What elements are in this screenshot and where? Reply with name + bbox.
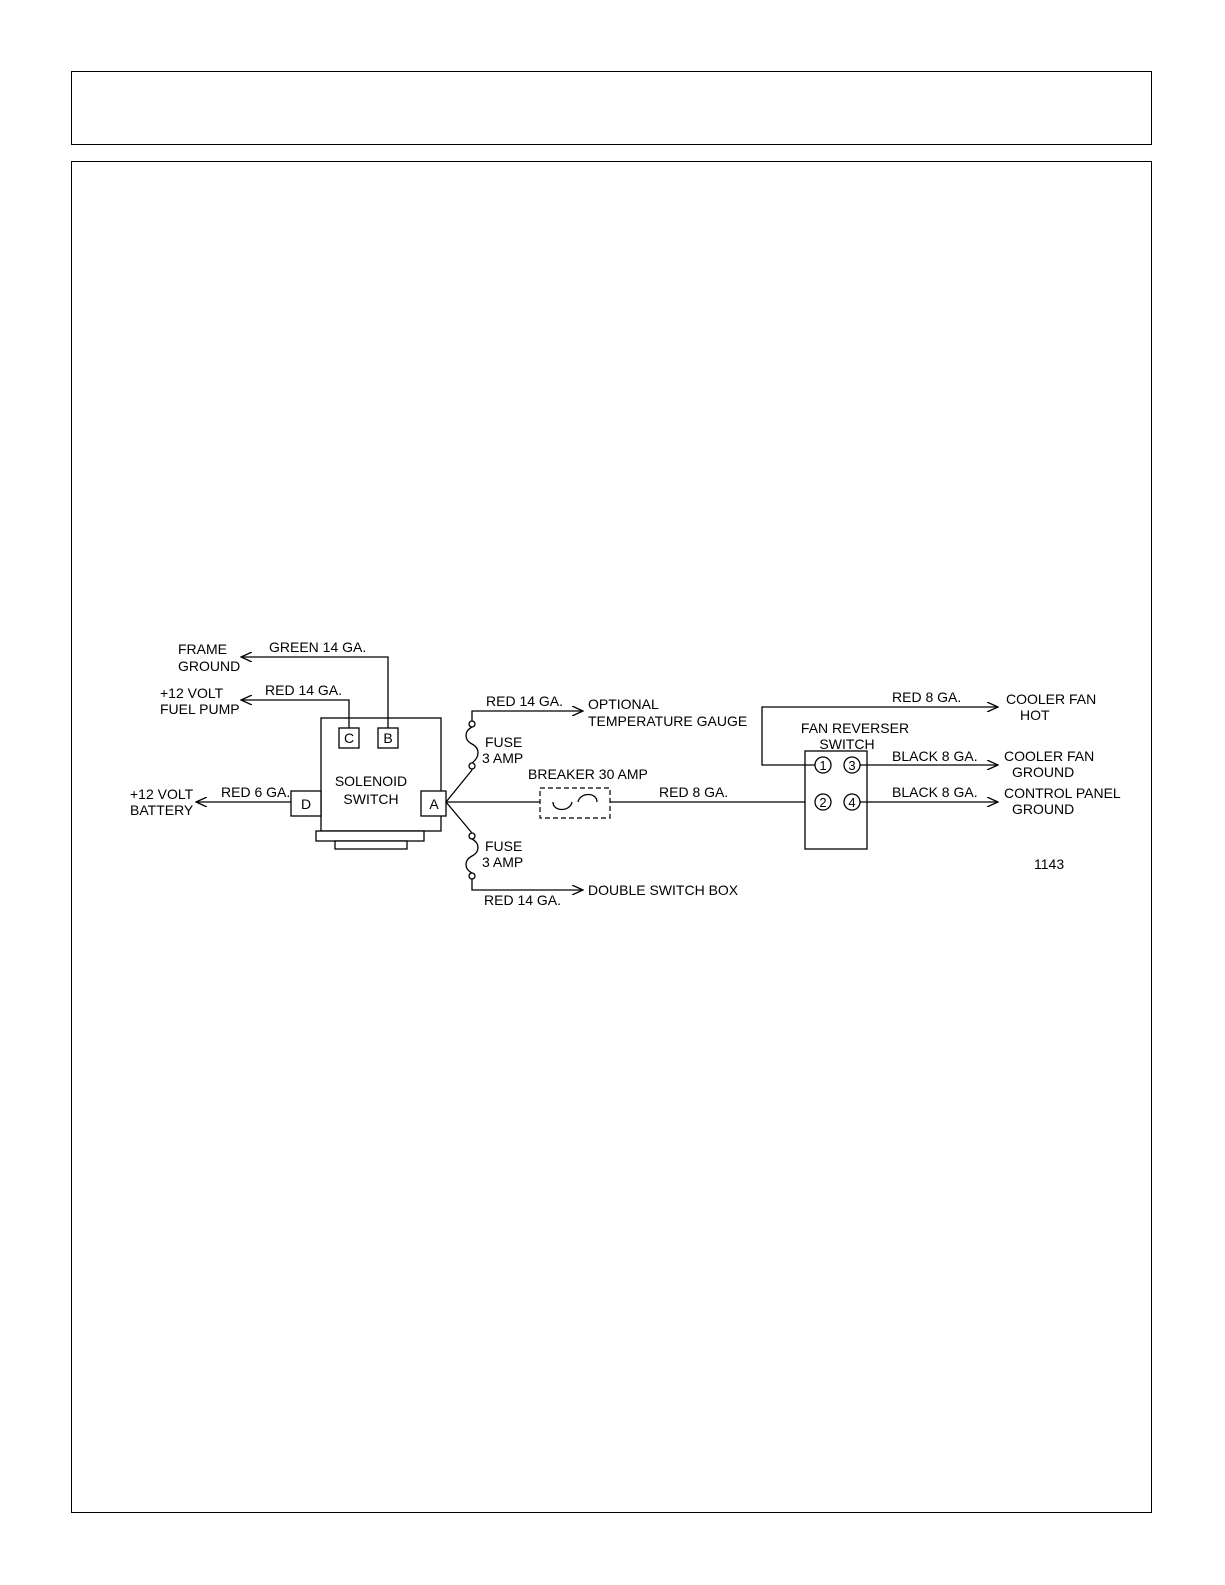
breaker-box <box>539 787 611 819</box>
wire-cooler-ground: BLACK 8 GA. COOLER FAN GROUND <box>860 748 1094 780</box>
wire-battery: RED 6 GA. +12 VOLT BATTERY <box>130 784 291 818</box>
pin-4-label: 4 <box>848 795 855 810</box>
wire-label-black8-panel: BLACK 8 GA. <box>892 784 978 800</box>
content-frame <box>71 161 1152 1513</box>
terminal-d <box>290 790 322 817</box>
wire-label-black8-cooler: BLACK 8 GA. <box>892 748 978 764</box>
battery-line1: +12 VOLT <box>130 786 194 802</box>
frame-ground-line2: GROUND <box>178 658 240 674</box>
cooler-ground-line1: COOLER FAN <box>1004 748 1094 764</box>
fuse-top-line2: 3 AMP <box>482 750 523 766</box>
pin-3-label: 3 <box>848 758 855 773</box>
fuse-bottom: FUSE 3 AMP RED 14 GA. DOUBLE SWITCH BOX <box>465 832 739 908</box>
wire-label-red6: RED 6 GA. <box>221 784 290 800</box>
fan-reverser-label-line2: SWITCH <box>819 736 874 752</box>
fuse-bottom-line2: 3 AMP <box>482 854 523 870</box>
terminal-a <box>420 790 447 817</box>
fan-reverser-switch: FAN REVERSER SWITCH 1 3 2 4 <box>801 720 909 850</box>
wire-fuel-pump: RED 14 GA. +12 VOLT FUEL PUMP <box>160 682 350 728</box>
fuse-top: FUSE 3 AMP RED 14 GA. OPTIONAL TEMPERATU… <box>465 693 747 770</box>
wire-label-red8-hot: RED 8 GA. <box>892 689 961 705</box>
wire-cooler-hot: RED 8 GA. COOLER FAN HOT <box>761 689 1096 766</box>
cooler-hot-line2: HOT <box>1020 707 1050 723</box>
pin-2-label: 2 <box>819 795 826 810</box>
terminal-c-label: C <box>344 730 354 746</box>
fuse-bottom-line1: FUSE <box>485 838 522 854</box>
terminal-a-branches <box>445 769 473 834</box>
frame-ground-line1: FRAME <box>178 641 227 657</box>
wire-label-red14-fuel: RED 14 GA. <box>265 682 342 698</box>
wire-label-green14: GREEN 14 GA. <box>269 639 366 655</box>
wire-label-red14-double: RED 14 GA. <box>484 892 561 908</box>
temp-gauge-line1: OPTIONAL <box>588 696 659 712</box>
panel-ground-line1: CONTROL PANEL <box>1004 785 1121 801</box>
cooler-ground-line2: GROUND <box>1012 764 1074 780</box>
header-frame <box>71 71 1152 145</box>
panel-ground-line2: GROUND <box>1012 801 1074 817</box>
solenoid-base-lower <box>334 840 408 850</box>
terminal-d-label: D <box>301 796 311 812</box>
double-switch-box: DOUBLE SWITCH BOX <box>588 882 739 898</box>
pin-2 <box>814 793 832 811</box>
temp-gauge-line2: TEMPERATURE GAUGE <box>588 713 747 729</box>
wire-label-red8-main: RED 8 GA. <box>659 784 728 800</box>
solenoid-switch: SOLENOID SWITCH C B D A <box>290 717 447 850</box>
cooler-hot-line1: COOLER FAN <box>1006 691 1096 707</box>
figure-number: 1143 <box>1034 856 1064 872</box>
solenoid-label-line1: SOLENOID <box>335 773 407 789</box>
fuel-pump-line1: +12 VOLT <box>160 685 224 701</box>
breaker-label: BREAKER 30 AMP <box>528 766 648 782</box>
terminal-a-label: A <box>429 796 439 812</box>
solenoid-base-upper <box>315 830 425 842</box>
battery-line2: BATTERY <box>130 802 194 818</box>
pin-1-label: 1 <box>819 758 826 773</box>
fan-reverser-label-line1: FAN REVERSER <box>801 720 909 736</box>
terminal-b-label: B <box>383 730 392 746</box>
wire-frame-ground: GREEN 14 GA. FRAME GROUND <box>178 639 389 728</box>
fuse-top-line1: FUSE <box>485 734 522 750</box>
wire-label-red14-temp: RED 14 GA. <box>486 693 563 709</box>
main-line: BREAKER 30 AMP RED 8 GA. <box>446 766 818 819</box>
fuel-pump-line2: FUEL PUMP <box>160 701 240 717</box>
wire-panel-ground: BLACK 8 GA. CONTROL PANEL GROUND <box>860 784 1121 817</box>
solenoid-label-line2: SWITCH <box>343 791 398 807</box>
